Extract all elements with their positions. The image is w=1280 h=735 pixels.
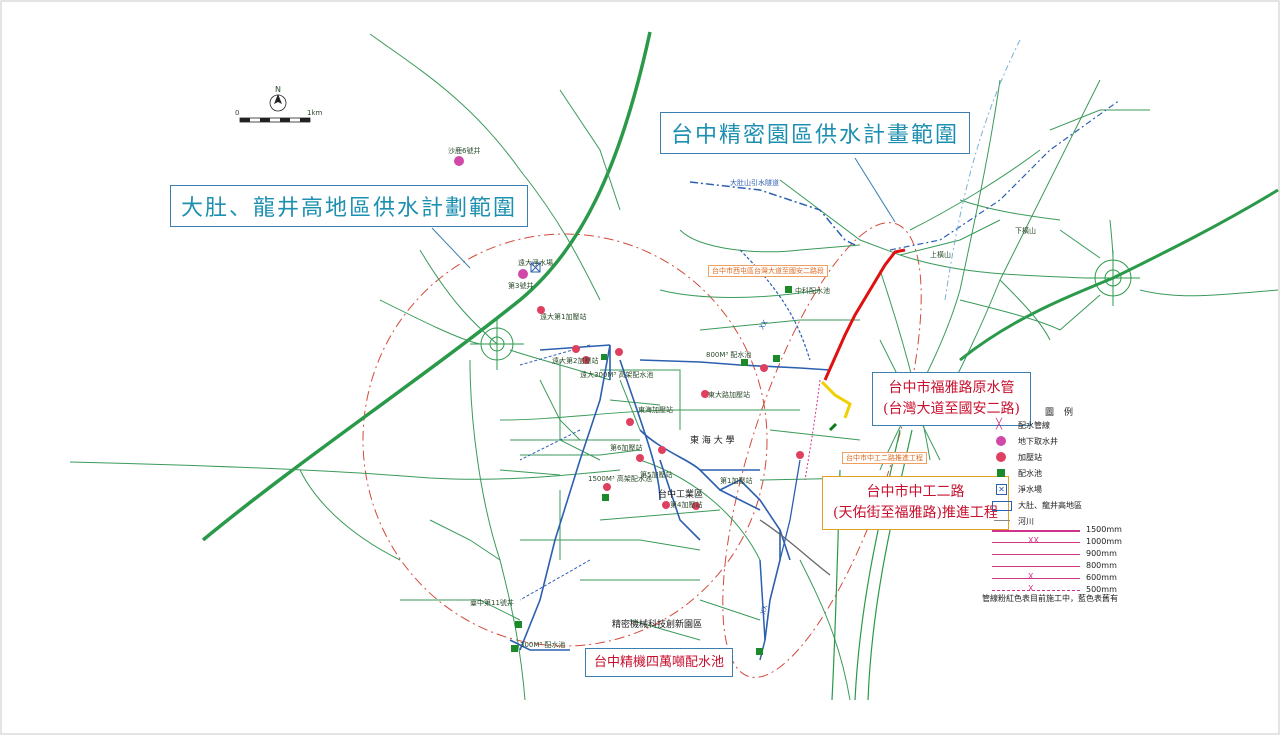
legend-row-pump: 加壓站 [990, 451, 1042, 463]
legend-row-area: 大肚、龍井高地區 [990, 499, 1082, 511]
legend-pipe-500: X 500mm [990, 584, 1140, 595]
svg-text:XX: XX [758, 319, 770, 331]
river-corridor [831, 429, 913, 701]
label-pump4: 第4加壓站 [670, 501, 703, 509]
legend-row-river: 河川 [990, 515, 1034, 527]
pipe-marks: XX XX [758, 319, 770, 616]
pipe-size-label: 800mm [1086, 561, 1117, 570]
tank-icon [990, 467, 1012, 479]
label-xiahe: 下橫山 [1015, 227, 1036, 235]
label-dashan: 大肚山引水隧道 [730, 179, 779, 187]
red-pipe [823, 248, 906, 381]
scale-zero: 0 [235, 109, 240, 117]
label-well-zm: 臺中第11號井 [470, 599, 514, 607]
pipe-x-icon: ╳ [996, 419, 1003, 430]
legend-pipe-600: X 600mm [990, 572, 1140, 583]
legend-note: 管線粉紅色表目前施工中，藍色表舊有 [982, 594, 1118, 603]
legend-row-tank: 配水池 [990, 467, 1042, 479]
label-tank800: 800M³ 配水池 [706, 351, 752, 359]
well-icon [990, 435, 1012, 447]
label-well: 沙鹿6號井 [448, 147, 481, 155]
callout-zhonggong-line2: (天佑街至福雅路)推進工程 [833, 505, 998, 521]
legend-pipe-1500: 1500mm [990, 525, 1140, 535]
pump-icon [990, 451, 1012, 463]
callout-precision-park: 台中精密園區供水計畫範圍 [660, 112, 971, 154]
legend-pipe-800: 800mm [990, 561, 1140, 571]
pipe-size-label: 900mm [1086, 549, 1117, 558]
legend-label: 配水池 [1018, 468, 1042, 478]
svg-text:XX: XX [759, 604, 769, 616]
pipe-size-label: 1000mm [1086, 537, 1122, 546]
callout-fuya-line1: 台中市福雅路原水管 [888, 380, 1015, 396]
water-mains [509, 344, 831, 651]
callout-zhonggong-pipe: 台中市中工二路 (天佑街至福雅路)推進工程 [822, 476, 1009, 530]
pipe-mark-label: X [1028, 572, 1034, 581]
pipe-mark-label: XX [1028, 536, 1039, 545]
pipe-size-label: 600mm [1086, 573, 1117, 582]
legend-label: 大肚、龍井高地區 [1018, 500, 1082, 510]
label-shangxia: 上橫山 [930, 251, 951, 259]
scale-bar [239, 117, 311, 123]
label-orange1: 台中市西屯區台灣大道至國安二路段 [708, 265, 828, 277]
north-arrow [269, 94, 287, 112]
label-tank-new: 中科配水池 [795, 287, 830, 295]
north-label: N [275, 85, 281, 94]
label-orange2: 台中市中工二路推進工程 [842, 452, 927, 464]
label-booster1: 遠大第1加壓站 [540, 313, 587, 321]
legend-row-pipe: ╳ 配水管線 [990, 419, 1050, 431]
label-tank1500: 1500M³ 高架配水池 [588, 475, 652, 483]
precision-park-ring [722, 222, 922, 678]
pipe-size-label: 500mm [1086, 585, 1117, 594]
label-pump5: 第5加壓站 [640, 471, 673, 479]
callout-reservoir: 台中精機四萬噸配水池 [585, 648, 734, 677]
callout-fuya-line2: (台灣大道至國安二路) [883, 401, 1020, 417]
scale-one: 1km [307, 109, 323, 117]
callout-fuya-pipe: 台中市福雅路原水管 (台灣大道至國安二路) [872, 372, 1031, 426]
pipe-mark-label: X [1028, 584, 1034, 593]
callout-zhonggong-line1: 台中市中工二路 [866, 484, 965, 500]
label-pump1: 第1加壓站 [720, 477, 753, 485]
legend-row-well: 地下取水井 [990, 435, 1058, 447]
legend-label: 地下取水井 [1018, 436, 1058, 446]
pipe-size-label: 1500mm [1086, 525, 1122, 534]
river-icon [990, 515, 1012, 527]
legend-title: 圖例 [1045, 408, 1084, 418]
label-tank300b: 300M³ 配水池 [520, 641, 566, 649]
legend: 圖例 ╳ 配水管線 地下取水井 加壓站 配水池 ✕ 淨水場 大肚、龍井高地區 河… [982, 405, 1165, 605]
highway-1 [201, 31, 652, 542]
label-treatment: 遠大淨水場 [518, 259, 553, 267]
yellow-pipe [820, 380, 852, 419]
label-tank300: 遠大300M³ 高架配水池 [580, 371, 654, 379]
legend-row-plant: ✕ 淨水場 [990, 483, 1042, 495]
label-pump6: 第6加壓站 [610, 444, 643, 452]
legend-label: 加壓站 [1018, 452, 1042, 462]
area-icon [990, 499, 1012, 511]
label-well2: 第3號井 [508, 282, 534, 290]
label-donghai-univ: 東 海 大 學 [690, 436, 735, 446]
legend-label: 河川 [1018, 516, 1034, 526]
plant-icon: ✕ [990, 483, 1012, 495]
label-tech-park: 精密機械科技創新園區 [612, 620, 703, 630]
legend-label: 淨水場 [1018, 484, 1042, 494]
highway-2 [959, 188, 1279, 362]
label-industrial: 台中工業區 [658, 490, 704, 500]
legend-label: 配水管線 [1018, 420, 1050, 430]
dadu-tunnel [689, 181, 856, 246]
green-pipe [828, 422, 838, 432]
map-symbols [454, 156, 804, 655]
label-donghai-pump: 東海加壓站 [638, 406, 673, 414]
label-donghai-pump3: 東大路加壓站 [708, 391, 750, 399]
label-booster2: 遠大第2加壓站 [552, 357, 599, 365]
legend-pipe-1000: XX 1000mm [990, 536, 1140, 547]
callout-dadu-longjing: 大肚、龍井高地區供水計劃範圍 [170, 185, 529, 227]
legend-pipe-900: 900mm [990, 549, 1140, 559]
